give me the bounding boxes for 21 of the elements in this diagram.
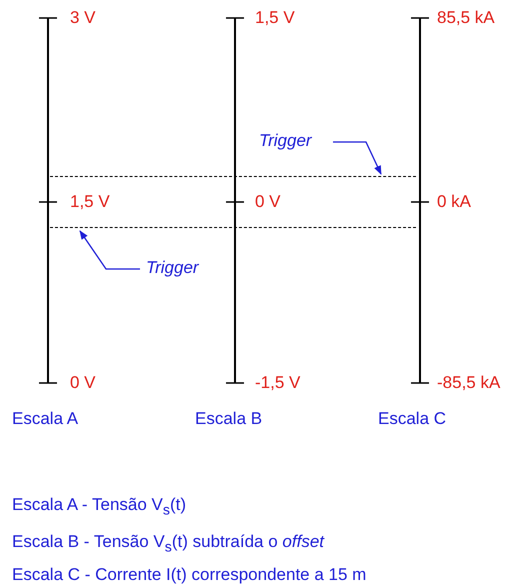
scale-label: Escala A bbox=[12, 409, 78, 429]
tick-label: 0 V bbox=[255, 192, 281, 212]
tick-label: 3 V bbox=[70, 8, 96, 28]
tick-label: -85,5 kA bbox=[437, 373, 500, 393]
legend-note: Escala A - Tensão V$_{s}$(t) bbox=[12, 495, 186, 520]
tick-label: 1,5 V bbox=[70, 192, 110, 212]
scale-label: Escala C bbox=[378, 409, 446, 429]
legend-note: Escala C - Corrente I(t) correspondente a 15 m bbox=[12, 565, 366, 585]
tick-label: 85,5 kA bbox=[437, 8, 495, 28]
leader-line bbox=[79, 230, 140, 270]
dashed-line bbox=[50, 176, 416, 177]
dashed-line bbox=[50, 227, 416, 228]
tick-label: 0 kA bbox=[437, 192, 472, 212]
leader-line bbox=[333, 141, 382, 175]
tick-label: -1,5 V bbox=[255, 373, 300, 393]
trigger-label: Trigger bbox=[146, 258, 212, 280]
tick-label: 0 V bbox=[70, 373, 96, 393]
legend-note: Escala B - Tensão V$_{s}$(t) subtraída o offset bbox=[12, 532, 324, 558]
tick-label: 1,5 V bbox=[255, 8, 295, 28]
trigger-label: Trigger bbox=[259, 131, 325, 153]
scale-label: Escala B bbox=[195, 409, 262, 429]
